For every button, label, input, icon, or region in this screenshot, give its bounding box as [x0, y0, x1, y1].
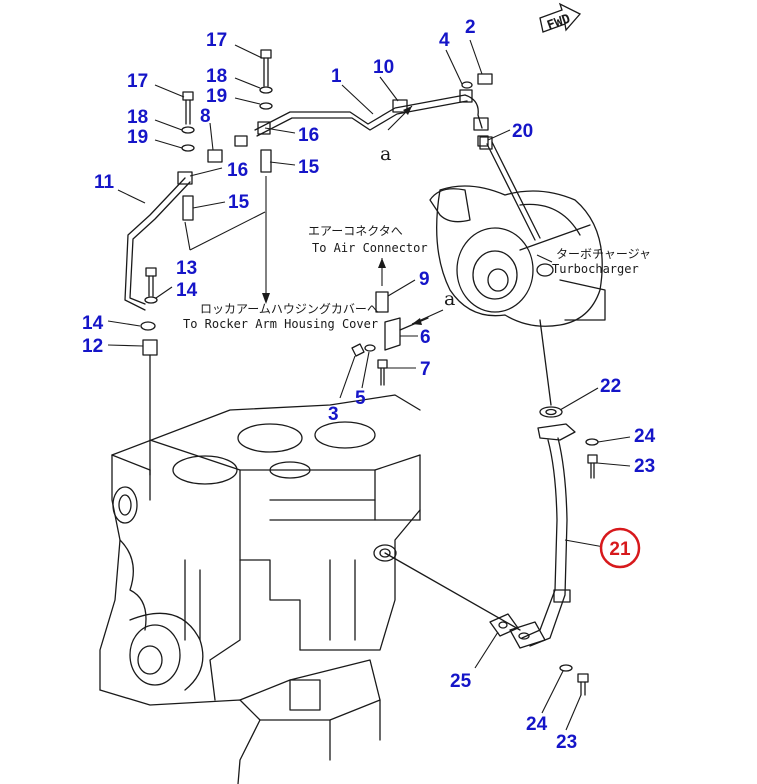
callout-leaders — [107, 39, 631, 731]
callout-15-upper: 15 — [298, 157, 320, 178]
callout-5: 5 — [355, 388, 366, 409]
callout-7: 7 — [420, 359, 431, 380]
callout-2: 2 — [465, 17, 476, 38]
callout-10: 10 — [373, 57, 394, 78]
callout-16-left: 16 — [227, 160, 248, 181]
callout-4: 4 — [439, 30, 450, 51]
view-mark-a-upper: a — [380, 143, 391, 165]
callout-24-upper: 24 — [634, 426, 656, 447]
callout-23-lower: 23 — [556, 732, 577, 753]
note-turbocharger-en: Turbocharger — [552, 262, 639, 276]
turbocharger-drawing — [429, 185, 606, 327]
callout-9: 9 — [419, 269, 430, 290]
oil-tube-left-drawing — [124, 171, 193, 476]
view-mark-a-lower: a — [444, 288, 455, 310]
callout-12: 12 — [82, 336, 103, 357]
view-marks: a a — [380, 105, 455, 325]
note-arrows — [262, 176, 553, 304]
callout-14-right: 14 — [176, 280, 198, 301]
callout-17-left: 17 — [127, 71, 148, 92]
callout-24-lower: 24 — [526, 714, 548, 735]
callout-19-upper: 19 — [206, 86, 227, 107]
callout-11: 11 — [94, 172, 115, 193]
notes: エアーコネクタへ To Air Connector ターボチャージャ Turbo… — [183, 224, 651, 331]
callout-19-left: 19 — [127, 127, 148, 148]
callout-6: 6 — [420, 327, 431, 348]
callout-23-upper: 23 — [634, 456, 655, 477]
callout-20: 20 — [512, 121, 533, 142]
note-air-connector-jp: エアーコネクタへ — [308, 224, 403, 238]
callout-21: 21 — [609, 539, 631, 560]
note-turbocharger-jp: ターボチャージャ — [556, 247, 651, 261]
callout-14-left: 14 — [82, 313, 104, 334]
note-rocker-jp: ロッカアームハウジングカバーへ — [200, 302, 379, 316]
callout-17-upper: 17 — [206, 30, 227, 51]
cylinder-block-drawing — [99, 394, 521, 784]
callout-18-left: 18 — [127, 107, 148, 128]
oil-return-pipe-drawing — [489, 319, 599, 696]
callout-25: 25 — [450, 671, 472, 692]
callout-18-upper: 18 — [206, 66, 227, 87]
callout-1: 1 — [331, 66, 342, 87]
note-air-connector-en: To Air Connector — [312, 241, 428, 255]
callout-13: 13 — [176, 258, 197, 279]
note-rocker-en: To Rocker Arm Housing Cover — [183, 317, 378, 331]
callout-16-upper: 16 — [298, 125, 319, 146]
callout-21-highlight: 21 — [599, 527, 641, 569]
callout-15-left: 15 — [228, 192, 250, 213]
callout-3: 3 — [328, 404, 339, 425]
fwd-arrow: FWD — [539, 2, 582, 34]
callout-22: 22 — [600, 376, 621, 397]
callout-numbers: 17 18 19 17 18 19 8 16 16 15 15 11 13 14… — [82, 17, 656, 753]
callout-8: 8 — [200, 106, 211, 127]
